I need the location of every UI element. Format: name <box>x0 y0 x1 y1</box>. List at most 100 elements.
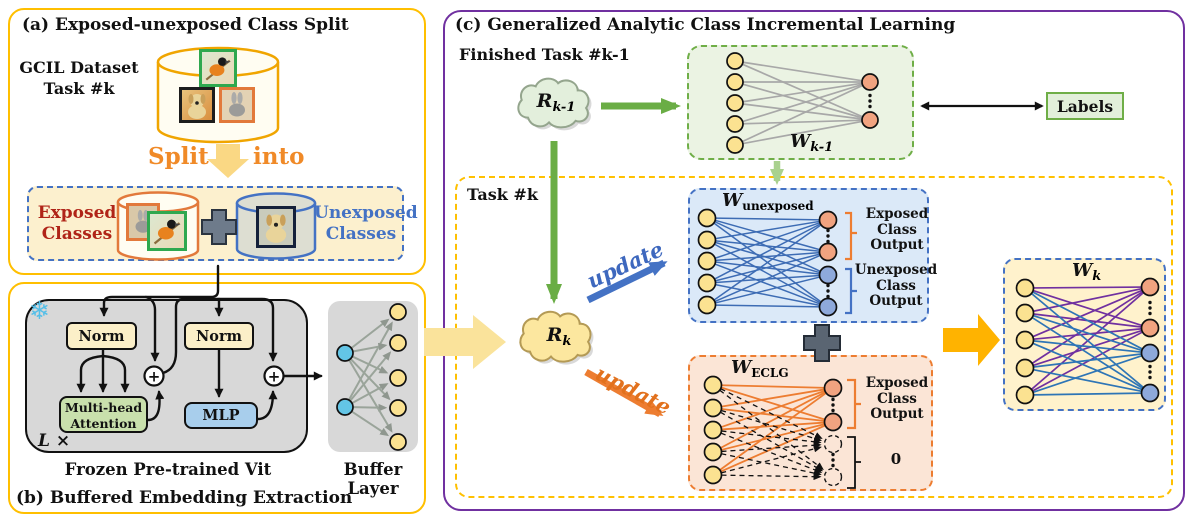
net-output-node <box>1140 318 1160 338</box>
merge-to-wk-arrow <box>943 314 1000 366</box>
panel-b-title: (b) Buffered Embedding Extraction <box>16 488 353 508</box>
r-cur-main: R <box>546 324 563 346</box>
exposed-output-line1: Exposed <box>865 206 929 222</box>
unexposed-classes-label: Unexposed Classes <box>314 203 418 245</box>
w-prev-main: W <box>790 131 811 152</box>
net-edge <box>742 120 865 145</box>
net-edge <box>721 422 827 451</box>
net-edge <box>713 222 824 304</box>
net-edge <box>721 388 827 408</box>
depth-times: × <box>55 431 71 451</box>
net-output-node <box>389 399 407 417</box>
w-unexposed-main: W <box>722 190 743 211</box>
net-edge <box>349 358 391 401</box>
panel-c-gacil <box>443 10 1185 511</box>
ellipsis-dots <box>1148 311 1152 316</box>
r-cur-sub: k <box>562 334 572 349</box>
net-edge <box>742 82 865 123</box>
net-edge <box>1030 292 1146 390</box>
net-output-node <box>389 303 407 321</box>
exposed-output-bracket <box>845 211 857 261</box>
net-edge <box>1032 288 1145 338</box>
exposed-output-line3: Output <box>870 237 924 253</box>
net-input-node <box>726 73 744 91</box>
unexposed-output-line1: Unexposed <box>854 262 938 278</box>
ellipsis-dots <box>1148 364 1152 369</box>
net-output-node <box>818 242 838 262</box>
net-edge <box>742 61 865 82</box>
w-eclg-label: WECLG <box>731 357 789 380</box>
split-word: Split <box>148 143 209 170</box>
net-edge <box>719 389 824 471</box>
net-output-node <box>389 334 407 352</box>
net-input-node <box>703 420 723 440</box>
net-output-node <box>861 111 879 129</box>
rabbit-image <box>219 87 255 123</box>
net-edge <box>721 408 827 423</box>
w-eclg-net <box>703 375 843 487</box>
net-edge <box>720 386 828 421</box>
bird-image <box>199 49 237 87</box>
w-prev-label: Wk-1 <box>790 131 833 155</box>
ellipsis-dots <box>1148 370 1152 374</box>
net-edge <box>715 274 822 284</box>
norm1-to-mha-left <box>76 354 105 393</box>
net-edge <box>351 355 389 374</box>
w-k-main: W <box>1072 260 1093 281</box>
depth-L: L <box>38 431 50 451</box>
ellipsis-dots <box>826 283 830 288</box>
net-input-node <box>726 52 744 70</box>
net-input-node <box>703 375 723 395</box>
ellipsis-dots <box>868 99 872 103</box>
net-edge <box>1031 289 1146 365</box>
add-circle-2: + <box>263 365 285 387</box>
net-edge <box>1031 316 1145 391</box>
exposed-bird-image <box>147 211 187 251</box>
ellipsis-dots <box>1148 300 1152 305</box>
net-edge <box>714 222 823 280</box>
w-unexposed-net <box>697 208 838 317</box>
norm-box-1: Norm <box>66 322 137 350</box>
into-word: into <box>253 143 305 170</box>
ellipsis-dots <box>831 397 835 402</box>
net-output-node <box>818 265 838 285</box>
net-edge <box>715 261 822 275</box>
net-edge <box>742 103 865 121</box>
eclg-output-line2: Class <box>877 390 917 407</box>
net-input-node <box>703 398 723 418</box>
snowflake-icon: ❄ <box>29 296 50 325</box>
exposed-classes-line1: Exposed <box>37 203 117 223</box>
net-edge <box>714 263 823 306</box>
net-output-node <box>389 369 407 387</box>
net-edge <box>351 410 390 437</box>
exposed-classes-label: Exposed Classes <box>36 203 118 245</box>
mlp-to-add2 <box>256 390 278 421</box>
plus-shape-split <box>201 209 237 245</box>
net-edge <box>1032 291 1145 351</box>
r-cur-cloud <box>520 312 594 365</box>
eclg-output-line3: Output <box>870 406 924 422</box>
gcil-dataset-label: GCIL Dataset Task #k <box>18 57 140 99</box>
net-input-node <box>726 94 744 112</box>
net-edge <box>352 342 388 353</box>
net-edge <box>715 251 822 262</box>
ellipsis-dots <box>831 458 835 462</box>
net-edge <box>715 217 822 221</box>
net-edge <box>1033 287 1144 313</box>
multi-head-attention-box: Multi-head Attention <box>59 396 148 433</box>
net-output-node <box>818 210 838 230</box>
net-edge <box>1032 289 1145 327</box>
unexposed-output-line3: Output <box>869 293 923 309</box>
net-edge <box>349 351 392 402</box>
net-edge <box>1032 342 1145 392</box>
net-input-node <box>697 273 717 293</box>
unexposed-classes-line2: Classes <box>325 224 397 244</box>
net-edge <box>741 83 865 143</box>
net-edge <box>1032 354 1145 394</box>
unexposed-classes-line1: Unexposed <box>314 203 418 223</box>
net-output-node <box>823 467 843 487</box>
mha-to-add1 <box>146 390 165 422</box>
net-input-node <box>697 251 717 271</box>
net-edge <box>715 220 822 240</box>
